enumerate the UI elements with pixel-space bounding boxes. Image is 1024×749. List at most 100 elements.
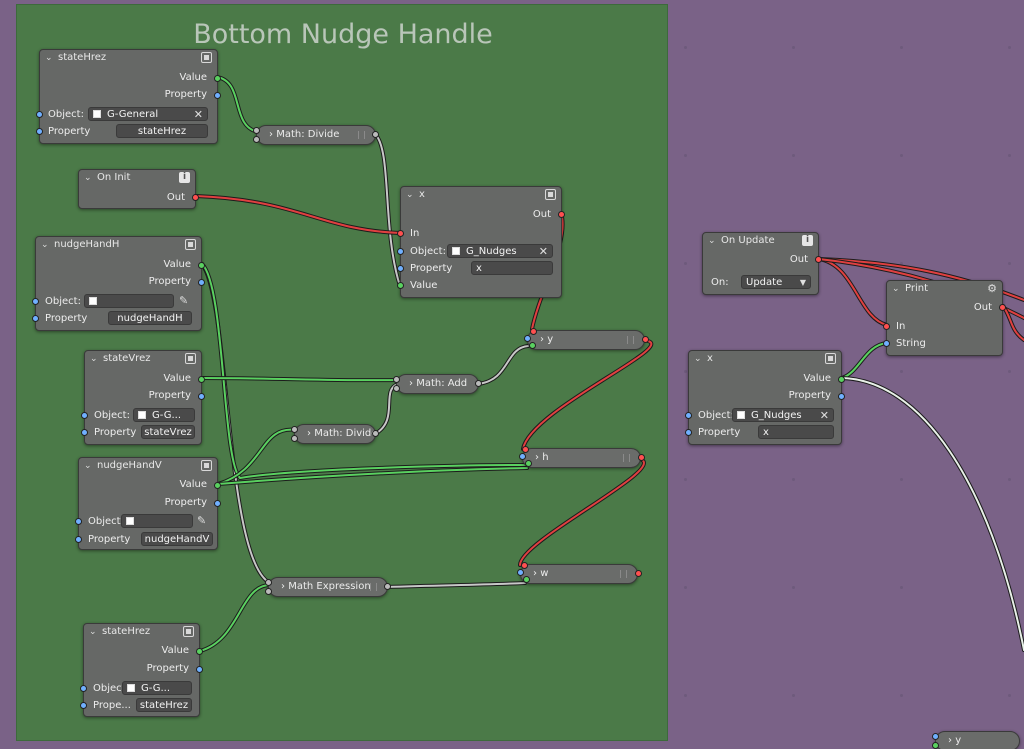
collapse-chevron-icon[interactable]: › (540, 334, 548, 345)
input-in-socket[interactable] (521, 562, 528, 569)
input-string-socket[interactable] (883, 340, 890, 347)
clear-icon[interactable]: ✕ (193, 108, 203, 121)
input-object-socket[interactable] (519, 453, 526, 460)
collapse-chevron-icon[interactable]: › (533, 568, 541, 579)
node-nudgehandh[interactable]: ⌄nudgeHandH Value Property Object: ✎ Pro… (32, 236, 205, 331)
input-object-socket[interactable] (397, 248, 404, 255)
output-out-socket[interactable] (642, 336, 649, 343)
input-object-socket[interactable] (81, 412, 88, 419)
collapse-chevron-icon[interactable]: ⌄ (84, 173, 92, 183)
node-set-h[interactable]: › h (519, 446, 645, 468)
clear-icon[interactable]: ✕ (538, 245, 548, 258)
output-property-socket[interactable] (198, 393, 205, 400)
collapse-chevron-icon[interactable]: › (409, 378, 417, 389)
object-field[interactable]: G_Nudges✕ (732, 408, 834, 422)
input-object-socket[interactable] (75, 518, 82, 525)
input-in-socket[interactable] (522, 446, 529, 453)
input-property-socket[interactable] (685, 429, 692, 436)
node-statehrez-bottom[interactable]: ⌄stateHrez Value Property Object: G-G...… (80, 623, 203, 717)
output-out-socket[interactable] (815, 256, 822, 263)
node-math-divide-top[interactable]: › Math: Divide (253, 125, 379, 145)
input-value-socket[interactable] (525, 460, 532, 467)
output-value-socket[interactable] (198, 376, 205, 383)
output-socket[interactable] (475, 380, 482, 387)
on-event-dropdown[interactable]: Update▼ (741, 275, 811, 289)
output-socket[interactable] (372, 131, 379, 138)
collapse-chevron-icon[interactable]: ⌄ (90, 354, 98, 364)
input-property-socket[interactable] (36, 128, 43, 135)
output-out-socket[interactable] (558, 211, 565, 218)
node-set-y-bottom[interactable]: › y (932, 731, 1020, 749)
collapse-chevron-icon[interactable]: ⌄ (84, 461, 92, 471)
property-field[interactable]: nudgeHandH (108, 311, 192, 325)
collapse-chevron-icon[interactable]: ⌄ (406, 190, 414, 200)
input-value-socket[interactable] (397, 282, 404, 289)
input-object-socket[interactable] (32, 298, 39, 305)
input-property-socket[interactable] (75, 536, 82, 543)
input-in-socket[interactable] (397, 230, 404, 237)
node-statevrez[interactable]: ⌄stateVrez Value Property Object: G-G...… (81, 350, 205, 445)
object-field[interactable]: G-G... (122, 681, 192, 695)
input-in-socket[interactable] (883, 323, 890, 330)
input-socket-a[interactable] (393, 376, 400, 383)
property-field[interactable]: nudgeHandV (141, 532, 213, 546)
input-socket-b[interactable] (291, 435, 298, 442)
input-socket-b[interactable] (253, 136, 260, 143)
output-property-socket[interactable] (198, 279, 205, 286)
node-set-w[interactable]: › w (517, 562, 642, 584)
collapse-chevron-icon[interactable]: › (269, 129, 277, 140)
output-out-socket[interactable] (638, 454, 645, 461)
input-property-socket[interactable] (32, 315, 39, 322)
property-field[interactable]: stateHrez (116, 124, 208, 138)
object-field[interactable]: G_Nudges✕ (447, 244, 553, 258)
output-socket[interactable] (372, 430, 379, 437)
output-value-socket[interactable] (214, 75, 221, 82)
input-object-socket[interactable] (524, 335, 531, 342)
eyedropper-icon[interactable]: ✎ (179, 294, 189, 307)
output-socket[interactable] (384, 583, 391, 590)
input-socket-a[interactable] (253, 127, 260, 134)
property-field[interactable]: stateHrez (136, 698, 192, 712)
node-statehrez-top[interactable]: ⌄stateHrez Value Property Object: G-Gene… (36, 49, 221, 144)
node-print[interactable]: ⌄Print⚙ Out In String (883, 280, 1006, 356)
output-property-socket[interactable] (838, 393, 845, 400)
object-field[interactable]: G-General✕ (88, 107, 208, 121)
output-out-socket[interactable] (999, 304, 1006, 311)
input-object-socket[interactable] (80, 685, 87, 692)
output-property-socket[interactable] (214, 500, 221, 507)
node-math-add[interactable]: › Math: Add (393, 374, 482, 394)
node-math-divide-mid[interactable]: › Math: Divide (291, 424, 379, 444)
collapse-chevron-icon[interactable]: › (281, 581, 289, 592)
input-object-socket[interactable] (932, 733, 939, 740)
input-property-socket[interactable] (80, 702, 87, 709)
output-value-socket[interactable] (214, 482, 221, 489)
node-nudgehandv[interactable]: ⌄nudgeHandV Value Property Object: ✎ Pro… (75, 457, 221, 550)
property-field[interactable]: x (758, 425, 834, 439)
collapse-chevron-icon[interactable]: ⌄ (694, 354, 702, 364)
output-property-socket[interactable] (214, 92, 221, 99)
collapse-chevron-icon[interactable]: ⌄ (89, 627, 97, 637)
input-in-socket[interactable] (530, 328, 537, 335)
input-value-socket[interactable] (523, 576, 530, 583)
collapse-chevron-icon[interactable]: › (535, 452, 543, 463)
input-socket-a[interactable] (265, 579, 272, 586)
input-object-socket[interactable] (36, 111, 43, 118)
collapse-chevron-icon[interactable]: ⌄ (41, 240, 49, 250)
output-value-socket[interactable] (198, 262, 205, 269)
output-value-socket[interactable] (838, 376, 845, 383)
output-value-socket[interactable] (196, 648, 203, 655)
node-set-y[interactable]: › y (524, 328, 649, 350)
property-field[interactable]: stateVrez (141, 425, 195, 439)
clear-icon[interactable]: ✕ (819, 409, 829, 422)
input-property-socket[interactable] (81, 429, 88, 436)
input-object-socket[interactable] (517, 569, 524, 576)
object-field[interactable]: G-G... (133, 408, 195, 422)
input-socket-a[interactable] (291, 426, 298, 433)
collapse-chevron-icon[interactable]: ⌄ (708, 236, 716, 246)
object-field[interactable] (121, 514, 193, 528)
input-value-socket[interactable] (529, 342, 536, 349)
output-out-socket[interactable] (192, 194, 199, 201)
output-property-socket[interactable] (196, 666, 203, 673)
object-field[interactable] (84, 294, 174, 308)
